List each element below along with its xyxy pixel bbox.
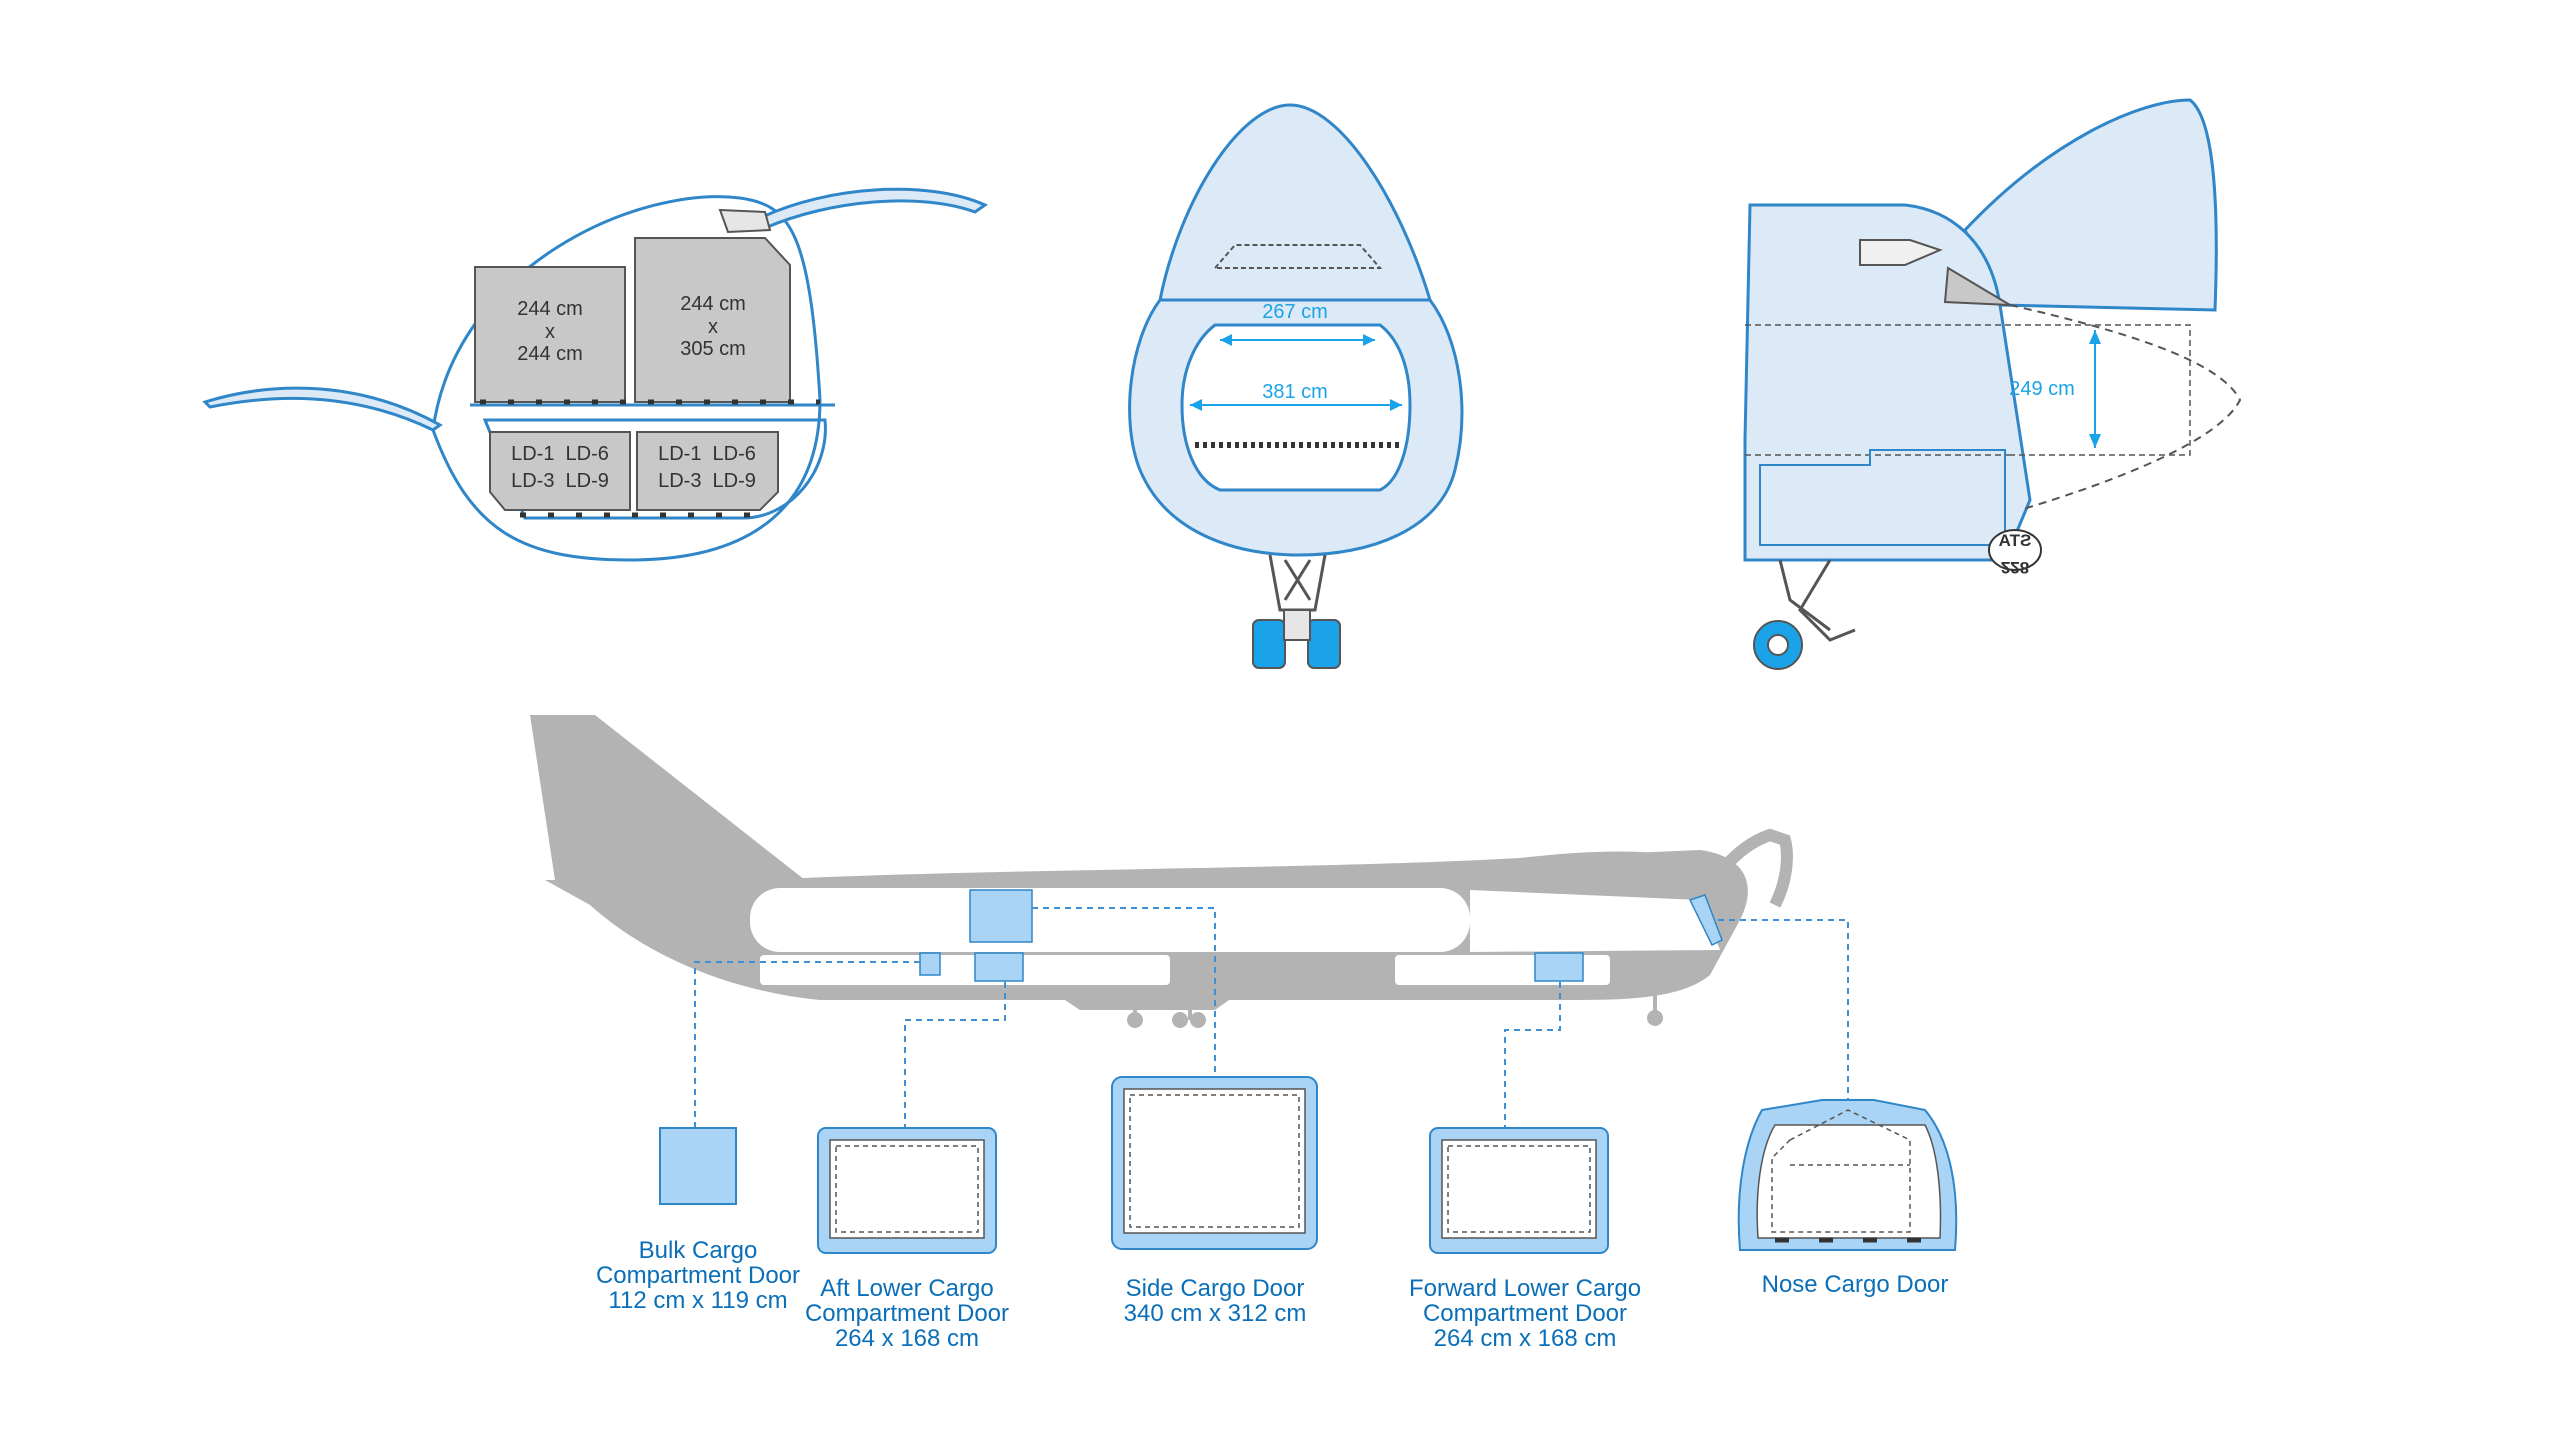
main-deck-interior — [750, 888, 1470, 952]
cockpit-windows — [1212, 244, 1383, 269]
side-door-marker[interactable] — [969, 889, 1033, 943]
door-icons — [659, 1076, 1958, 1254]
main-gear-wheel-2 — [1190, 1012, 1206, 1028]
nose-gear-strut — [1268, 554, 1327, 612]
main-deck-front — [1470, 890, 1720, 952]
top-width-label: 267 cm — [1262, 301, 1328, 323]
tail-fin — [530, 715, 805, 895]
body-gear-wheel — [1127, 1012, 1143, 1028]
lower-container-left — [489, 431, 631, 511]
nose-door-marker[interactable] — [1688, 894, 1723, 947]
side-door-dash — [1129, 1094, 1300, 1228]
nose-door-inner — [1756, 1124, 1942, 1239]
station-line2: 228 — [2001, 558, 2029, 577]
side-wheel-hub — [1767, 634, 1789, 656]
aft-lower-label-1: Aft Lower Cargo — [820, 1275, 993, 1302]
nose-door-dash — [1771, 1109, 1911, 1233]
door-labels: Bulk Cargo Compartment Door 112 cm x 119… — [596, 1237, 1948, 1352]
aft-lower-door-inner — [829, 1139, 985, 1239]
lower-hull — [482, 418, 827, 520]
bulk-leader — [694, 961, 920, 1128]
aft-lower-door-marker[interactable] — [974, 952, 1024, 982]
height-arrowheads — [2089, 330, 2101, 448]
nose-gear-wheel — [1647, 1010, 1663, 1026]
cockpit-window — [1859, 239, 1943, 266]
side-door-inner — [1123, 1088, 1306, 1234]
hull-outline — [431, 195, 822, 562]
raised-nose-door — [1963, 98, 2218, 312]
left-wheel — [1252, 619, 1286, 669]
leader-lines — [694, 907, 1849, 1128]
side-hidden-lines — [1745, 324, 2191, 456]
height-label: 249 cm — [2009, 378, 2075, 400]
lower-right-row2: LD-3 LD-9 — [658, 470, 756, 492]
main-gear-wheel-1 — [1172, 1012, 1188, 1028]
side-label-2: 340 cm x 312 cm — [1124, 1300, 1307, 1327]
hinge — [718, 208, 772, 234]
cargo-opening — [1180, 323, 1412, 492]
forward-lower-label-1: Forward Lower Cargo — [1409, 1275, 1641, 1302]
gear-hub — [1283, 609, 1311, 641]
forward-lower-door-inner — [1441, 1139, 1597, 1239]
lower-right-row1: LD-1 LD-6 — [658, 443, 756, 465]
container-left-x: x — [545, 321, 555, 343]
container-right-width: 244 cm — [680, 293, 746, 315]
station-marker — [1988, 529, 2042, 571]
aft-lower-label-3: 264 x 168 cm — [835, 1325, 979, 1352]
cargo-door-cutout — [1759, 449, 2006, 546]
wing-root — [1050, 985, 1250, 1010]
bulk-door-marker[interactable] — [919, 952, 941, 976]
side-leader — [1032, 907, 1216, 1082]
main-deck-container-left — [474, 266, 626, 403]
side-gear-strut — [1778, 559, 1856, 642]
rail-marks — [480, 399, 820, 518]
container-left-height: 244 cm — [517, 343, 583, 365]
upper-deck-hump — [1500, 851, 1720, 905]
right-wheel — [1307, 619, 1341, 669]
aft-lower-leader — [904, 982, 1006, 1128]
aft-lower-label-2: Compartment Door — [805, 1300, 1009, 1327]
nose-side-view: 249 cm STA 228 — [1743, 98, 2242, 670]
bulk-label-3: 112 cm x 119 cm — [608, 1287, 787, 1314]
raised-nose-hood — [1695, 828, 1793, 908]
aft-lower-door-dash — [835, 1145, 979, 1233]
nose-cone-dashed — [2009, 304, 2242, 511]
upper-hatch-arc — [757, 187, 989, 230]
main-deck-container-right — [634, 237, 791, 403]
station-line1: STA — [1999, 531, 2032, 550]
bulk-label-1: Bulk Cargo — [639, 1237, 758, 1264]
nose-leader — [1718, 919, 1849, 1100]
bottom-width-label: 381 cm — [1262, 381, 1328, 403]
bulk-label-2: Compartment Door — [596, 1262, 800, 1289]
container-left-width: 244 cm — [517, 298, 583, 320]
forward-lower-leader — [1504, 982, 1561, 1128]
container-right-x: x — [708, 316, 718, 338]
lower-container-right — [636, 431, 779, 511]
fuselage-cross-section: 244 cm x 244 cm 244 cm x 305 cm LD-1 LD-… — [202, 187, 989, 562]
container-right-height: 305 cm — [680, 338, 746, 360]
side-label-1: Side Cargo Door — [1126, 1275, 1305, 1302]
bulk-door-icon[interactable] — [659, 1127, 737, 1205]
nose-label-1: Nose Cargo Door — [1762, 1271, 1949, 1298]
aft-lower-hold — [760, 955, 1170, 985]
lower-left-row1: LD-1 LD-6 — [511, 443, 609, 465]
nose-door-raised — [1158, 103, 1433, 302]
lower-left-row2: LD-3 LD-9 — [511, 470, 609, 492]
forward-lower-door-marker[interactable] — [1534, 952, 1584, 982]
left-wing — [202, 386, 443, 432]
upper-deck-window — [1943, 266, 2011, 306]
forward-lower-door-dash — [1447, 1145, 1591, 1233]
forward-lower-label-2: Compartment Door — [1423, 1300, 1627, 1327]
forward-lower-label-3: 264 cm x 168 cm — [1434, 1325, 1617, 1352]
aircraft-side-silhouette — [530, 715, 1793, 1028]
nose-front-view: 267 cm 381 cm — [1128, 103, 1464, 669]
